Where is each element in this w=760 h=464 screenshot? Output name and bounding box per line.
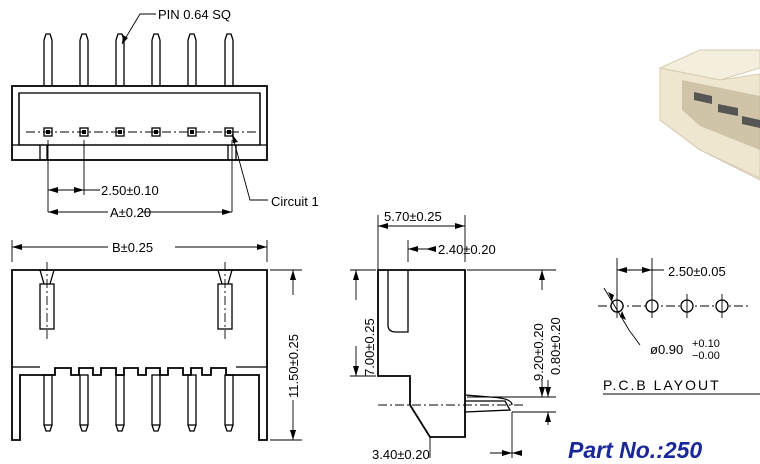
circuit-1-label: Circuit 1 — [271, 194, 319, 209]
front-peg-left — [39, 283, 55, 330]
front-view-pins — [43, 374, 234, 432]
pin-leader — [121, 13, 156, 45]
height-side-label: 7.00±0.25 — [362, 318, 377, 376]
top-view: PIN 0.64 SQ 2.50±0.10 A±0.20 Circuit 1 — [11, 7, 319, 220]
side-housing — [377, 269, 466, 438]
front-view: B±0.25 11.50±0.25 — [11, 240, 302, 441]
height-92-label: 9.20±0.20 — [531, 323, 546, 381]
pin-size-label: PIN 0.64 SQ — [158, 7, 231, 22]
circuit-leader — [231, 133, 268, 201]
top-view-pin-squares — [43, 127, 234, 137]
pitch-label: 2.50±0.10 — [101, 183, 159, 198]
front-housing — [11, 269, 268, 441]
top-view-pins — [43, 33, 234, 86]
side-pin — [464, 394, 513, 413]
side-latch — [387, 270, 409, 333]
top-view-housing — [11, 85, 268, 161]
depth-inner-label: 2.40±0.20 — [438, 242, 496, 257]
depth-total-label: 5.70±0.25 — [384, 209, 442, 224]
side-view: 5.70±0.25 2.40±0.20 7.00±0.25 9.20±0.20 … — [350, 209, 563, 462]
pcb-layout: 2.50±0.05 ø0.90 +0.10 −0.00 P.C.B LAYOUT — [598, 258, 760, 395]
pcb-pitch-label: 2.50±0.05 — [668, 264, 726, 279]
height-08-label: 0.80±0.20 — [548, 317, 563, 375]
dim-a-label: A±0.20 — [110, 205, 151, 220]
hole-leader — [603, 287, 641, 346]
hole-tolerance-plus: +0.10 — [692, 338, 720, 350]
pcb-holes — [610, 294, 729, 318]
height-total-label: 11.50±0.25 — [286, 334, 301, 398]
front-peg-right — [217, 283, 233, 330]
dim-b-label: B±0.25 — [112, 240, 153, 255]
connector-photo — [658, 49, 760, 181]
part-number: Part No.:250 — [568, 437, 702, 463]
pcb-layout-title: P.C.B LAYOUT — [603, 377, 721, 393]
dim-340-label: 3.40±0.20 — [372, 447, 430, 462]
hole-tolerance-minus: −0.00 — [692, 350, 720, 362]
hole-diameter-label: ø0.90 — [650, 342, 683, 357]
